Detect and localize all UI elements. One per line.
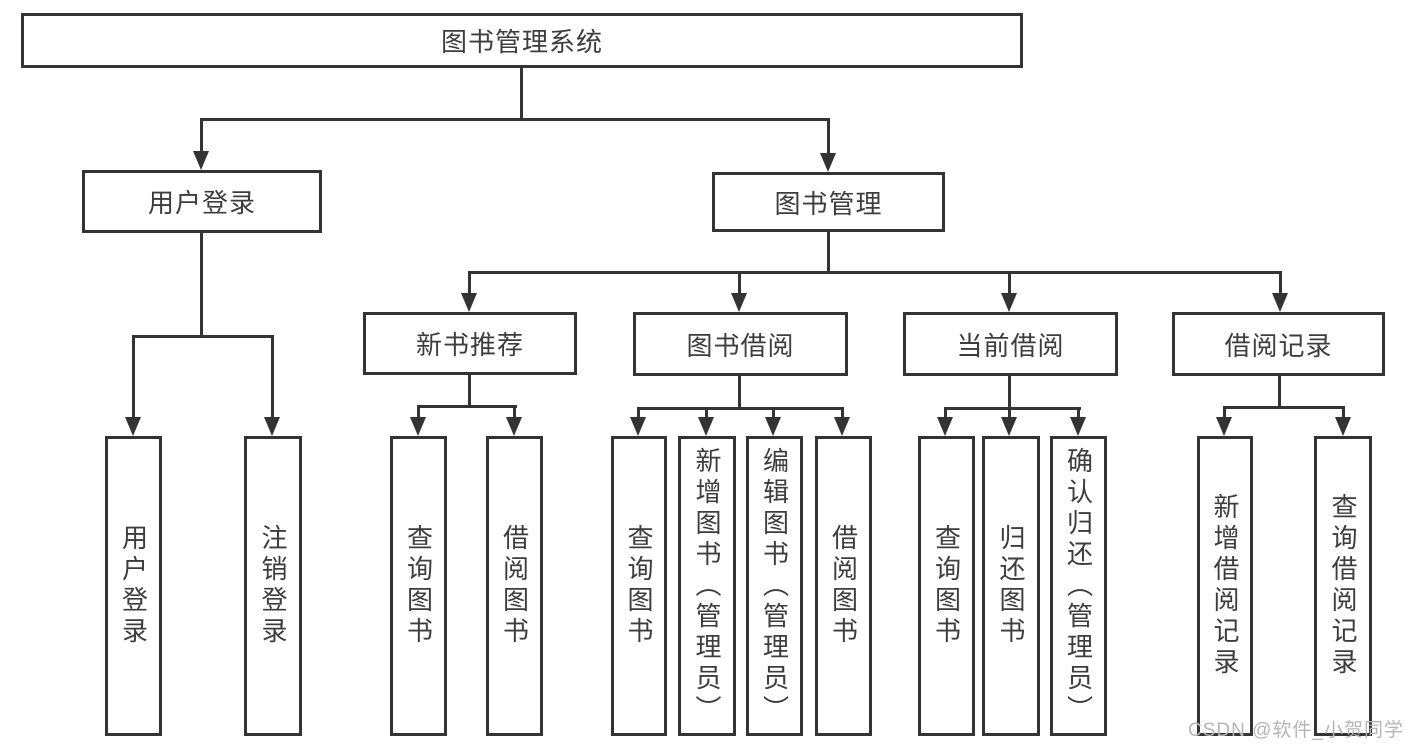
line: [468, 271, 471, 296]
line: [705, 407, 708, 419]
arrow-down-icon: [1216, 417, 1232, 436]
node-book-borrowing: 图书借阅: [633, 312, 848, 376]
arrow-down-icon: [1272, 293, 1288, 312]
line: [200, 118, 830, 121]
leaf-query-book-recommend: 查询图书: [390, 436, 447, 736]
arrow-down-icon: [630, 417, 646, 436]
arrow-down-icon: [461, 293, 477, 312]
line: [738, 375, 741, 409]
arrow-down-icon: [1070, 417, 1086, 436]
leaf-query-book-borrowing: 查询图书: [611, 436, 667, 736]
arrow-down-icon: [820, 153, 836, 172]
line: [841, 407, 844, 419]
leaf-borrow-book-recommend: 借阅图书: [486, 436, 543, 736]
line: [520, 67, 523, 119]
line: [1223, 406, 1345, 409]
line: [468, 271, 1282, 274]
node-new-book-recommend: 新书推荐: [363, 312, 577, 375]
line: [1342, 406, 1345, 419]
line: [132, 335, 274, 338]
leaf-return-book: 归还图书: [982, 436, 1040, 736]
line: [1278, 375, 1281, 408]
line: [637, 407, 844, 410]
line: [1008, 407, 1011, 419]
line: [417, 405, 420, 419]
leaf-confirm-return-admin: 确认归还（管理员）: [1050, 436, 1107, 736]
node-current-borrowing: 当前借阅: [903, 312, 1118, 376]
arrow-down-icon: [698, 417, 714, 436]
arrow-down-icon: [834, 417, 850, 436]
arrow-down-icon: [506, 417, 522, 436]
leaf-add-borrow-record: 新增借阅记录: [1197, 436, 1253, 736]
line: [637, 407, 640, 419]
arrow-down-icon: [125, 417, 141, 436]
leaf-edit-book-admin: 编辑图书（管理员）: [746, 436, 803, 736]
leaf-logout: 注销登录: [244, 436, 302, 736]
node-library-system: 图书管理系统: [21, 13, 1023, 68]
line: [132, 335, 135, 419]
line: [1077, 407, 1080, 419]
arrow-down-icon: [937, 417, 953, 436]
line: [827, 118, 830, 156]
line: [1223, 406, 1226, 419]
arrow-down-icon: [1001, 293, 1017, 312]
line: [271, 335, 274, 419]
line: [827, 232, 830, 274]
arrow-down-icon: [731, 293, 747, 312]
arrow-down-icon: [1001, 417, 1017, 436]
leaf-user-login: 用户登录: [105, 436, 162, 736]
line: [200, 233, 203, 337]
line: [738, 271, 741, 296]
line: [1279, 271, 1282, 296]
line: [1008, 271, 1011, 296]
leaf-query-borrow-record: 查询借阅记录: [1314, 436, 1372, 736]
line: [417, 405, 517, 408]
arrow-down-icon: [765, 417, 781, 436]
arrow-down-icon: [1335, 417, 1351, 436]
arrow-down-icon: [410, 417, 426, 436]
node-book-management: 图书管理: [712, 172, 945, 232]
line: [772, 407, 775, 419]
arrow-down-icon: [193, 151, 209, 170]
arrow-down-icon: [264, 417, 280, 436]
leaf-query-book-current: 查询图书: [918, 436, 975, 736]
line: [513, 405, 516, 419]
line: [944, 407, 1081, 410]
node-user-login: 用户登录: [82, 170, 322, 233]
csdn-watermark: CSDN @软件_小贺同学: [1188, 720, 1404, 741]
leaf-add-book-admin: 新增图书（管理员）: [678, 436, 736, 736]
line: [468, 375, 471, 407]
line: [944, 407, 947, 419]
leaf-borrow-book: 借阅图书: [815, 436, 872, 736]
node-borrow-records: 借阅记录: [1172, 312, 1385, 376]
line: [1008, 375, 1011, 409]
line: [200, 118, 203, 154]
